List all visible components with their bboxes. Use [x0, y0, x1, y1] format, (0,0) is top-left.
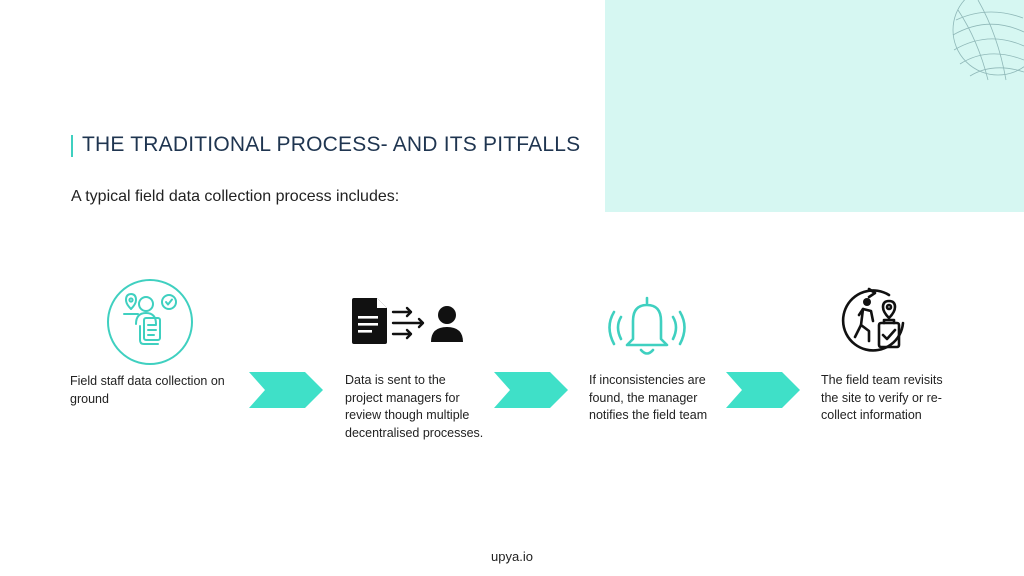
ringing-bell-icon [608, 296, 686, 355]
chevron-arrow-3 [726, 372, 800, 408]
footer-url: upya.io [491, 549, 533, 564]
field-staff-checklist-icon [107, 279, 193, 365]
step-3-text: If inconsistencies are found, the manage… [589, 373, 708, 422]
step-2-text: Data is sent to the project managers for… [345, 373, 484, 440]
chevron-arrow-1 [249, 372, 323, 408]
step-1-text: Field staff data collection on ground [70, 374, 225, 406]
walking-person-location-icon [841, 287, 905, 352]
page-subtitle: A typical field data collection process … [71, 188, 400, 205]
title-accent-bar [71, 135, 73, 157]
step-4-text: The field team revisits the site to veri… [821, 373, 943, 422]
page-title: THE TRADITIONAL PROCESS- AND ITS PITFALL… [82, 133, 581, 156]
chevron-arrow-2 [494, 372, 568, 408]
globe-lines-decoration [952, 0, 1024, 81]
document-to-person-icon [352, 298, 463, 344]
mint-background-panel [605, 0, 1024, 212]
